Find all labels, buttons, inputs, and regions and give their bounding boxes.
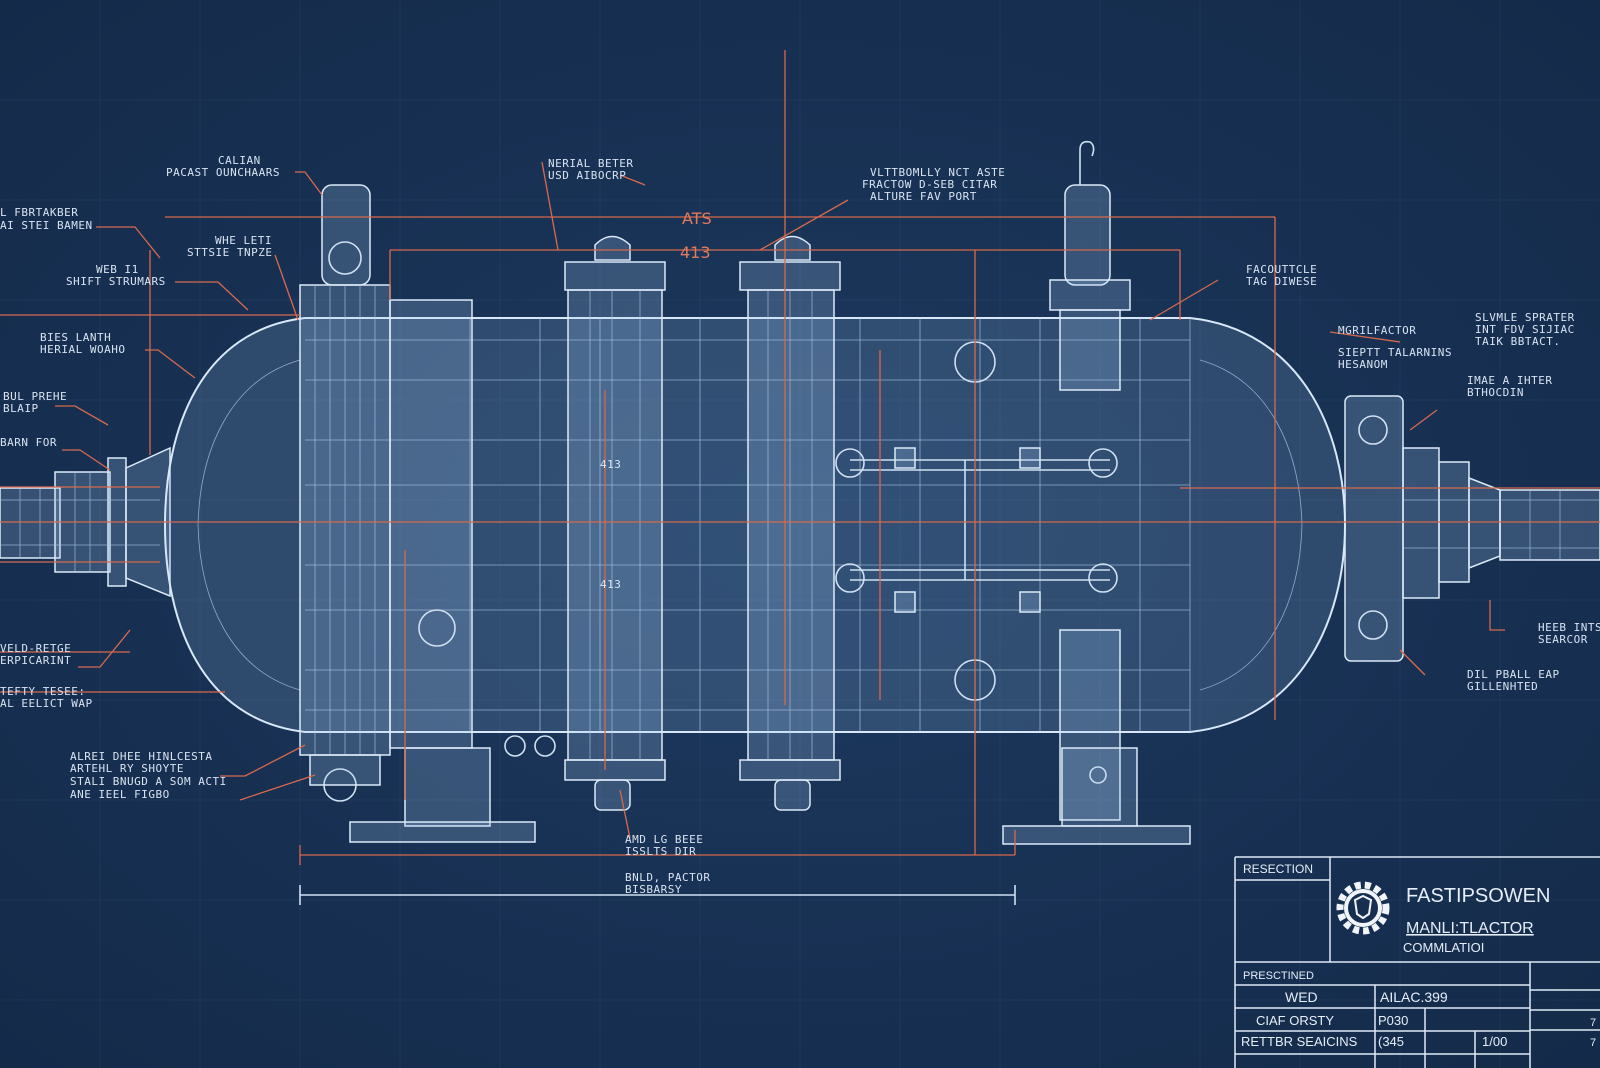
callout-label: ARTEHL RY SHOYTE	[70, 762, 184, 775]
title-block: RESECTION FASTIPSOWEN MANLI:TLACTOR COMM…	[1234, 856, 1600, 1068]
callout-label: INT FDV SIJIAC	[1475, 323, 1575, 336]
middle-columns	[564, 235, 841, 811]
callout-label: BTHOCDIN	[1467, 386, 1524, 399]
leader-lines	[55, 161, 1505, 839]
callout-label: ERPICARINT	[0, 654, 71, 667]
callout-label: AL EELICT WAP	[0, 697, 93, 710]
callout-label: HEEB INTS	[1538, 621, 1600, 634]
side-value: 7	[1590, 1037, 1596, 1049]
dimension-texts: ATS 413 413 413	[600, 209, 712, 591]
callout-label: FRACTOW D-SEB CITAR	[862, 178, 997, 191]
callout-label: SLVMLE SPRATER	[1475, 311, 1575, 324]
callout-label: HERIAL WOAHO	[40, 343, 125, 356]
left-nozzle	[0, 446, 171, 598]
callout-label: ALREI DHEE HINLCESTA	[70, 750, 212, 763]
callout-label: BNLD, PACTOR	[625, 871, 710, 884]
callout-label: IMAE A IHTER	[1467, 374, 1552, 387]
title-subtitle: MANLI:TLACTOR	[1406, 920, 1534, 937]
row-value: (345	[1378, 1034, 1404, 1049]
callout-label: TAIK BBTACT.	[1475, 335, 1560, 348]
callout-label: TEFTY TESEE:	[0, 685, 85, 698]
callout-label: FACOUTTCLE	[1246, 263, 1317, 276]
title-subtitle-2: COMMLATIOI	[1403, 940, 1484, 955]
callout-label: STTSIE TNPZE	[187, 246, 272, 259]
callout-label: HESANOM	[1338, 358, 1388, 371]
callout-label: BLAIP	[3, 402, 39, 415]
callout-label: MGRILFACTOR	[1338, 324, 1416, 337]
callout-label: NERIAL BETER	[548, 157, 633, 170]
callout-label: CALIAN	[218, 154, 261, 167]
callout-label: WHE LETI	[215, 234, 272, 247]
row-extra: 1/00	[1482, 1034, 1507, 1049]
callout-label: BUL PREHE	[3, 390, 67, 403]
callout-label: DIL PBALL EAP	[1467, 668, 1560, 681]
callout-label: USD AIBOCRP	[548, 169, 626, 182]
callout-label: PACAST OUNCHAARS	[166, 166, 280, 179]
row-label: CIAF ORSTY	[1256, 1013, 1334, 1028]
support-saddles	[349, 735, 1191, 845]
callout-labels: CALIAN PACAST OUNCHAARS L FBRTAKBER AI S…	[0, 154, 1600, 896]
callout-label: ANE IEEL FIGBO	[70, 788, 170, 801]
section-label: RESECTION	[1243, 862, 1313, 876]
callout-label: AMD LG BEEE	[625, 833, 703, 846]
row-value: P030	[1378, 1013, 1408, 1028]
internal-piping	[835, 341, 1118, 701]
row-label: WED	[1285, 989, 1318, 1005]
callout-label: STALI BNUGD A SOM ACTI	[70, 775, 227, 788]
callout-label: ISSLTS DIR	[625, 845, 696, 858]
left-column	[299, 184, 456, 802]
callout-label: VLTTBOMLLY NCT ASTE	[870, 166, 1005, 179]
callout-label: TAG DIWESE	[1246, 275, 1317, 288]
right-column	[1049, 140, 1131, 821]
callout-label: VELD-RETGE	[0, 642, 71, 655]
callout-label: ALTURE FAV PORT	[870, 190, 977, 203]
callout-label: GILLENHTED	[1467, 680, 1538, 693]
callout-label: WEB I1	[96, 263, 139, 276]
dimension-mid-upper: 413	[600, 458, 621, 471]
dimension-top: ATS	[682, 209, 712, 228]
callout-label: AI STEI BAMEN	[0, 219, 93, 232]
callout-label: SIEPTT TALARNINS	[1338, 346, 1452, 359]
row-label: RETTBR SEAICINS	[1241, 1034, 1358, 1049]
dimension-lines	[0, 50, 1600, 905]
row-value: AILAC.399	[1380, 989, 1448, 1005]
callout-label: BARN FOR	[0, 436, 57, 449]
callout-label: BISBARSY	[625, 883, 682, 896]
side-value: 7	[1590, 1017, 1596, 1029]
callout-label: BIES LANTH	[40, 331, 111, 344]
dimension-second: 413	[680, 243, 711, 262]
dimension-mid-lower: 413	[600, 578, 621, 591]
callout-label: SEARCOR	[1538, 633, 1588, 646]
callout-label: L FBRTAKBER	[0, 206, 78, 219]
gear-logo-icon	[1336, 881, 1390, 935]
company-name: FASTIPSOWEN	[1406, 885, 1550, 907]
prescribed-label: PRESCTINED	[1243, 970, 1314, 982]
callout-label: SHIFT STRUMARS	[66, 275, 166, 288]
